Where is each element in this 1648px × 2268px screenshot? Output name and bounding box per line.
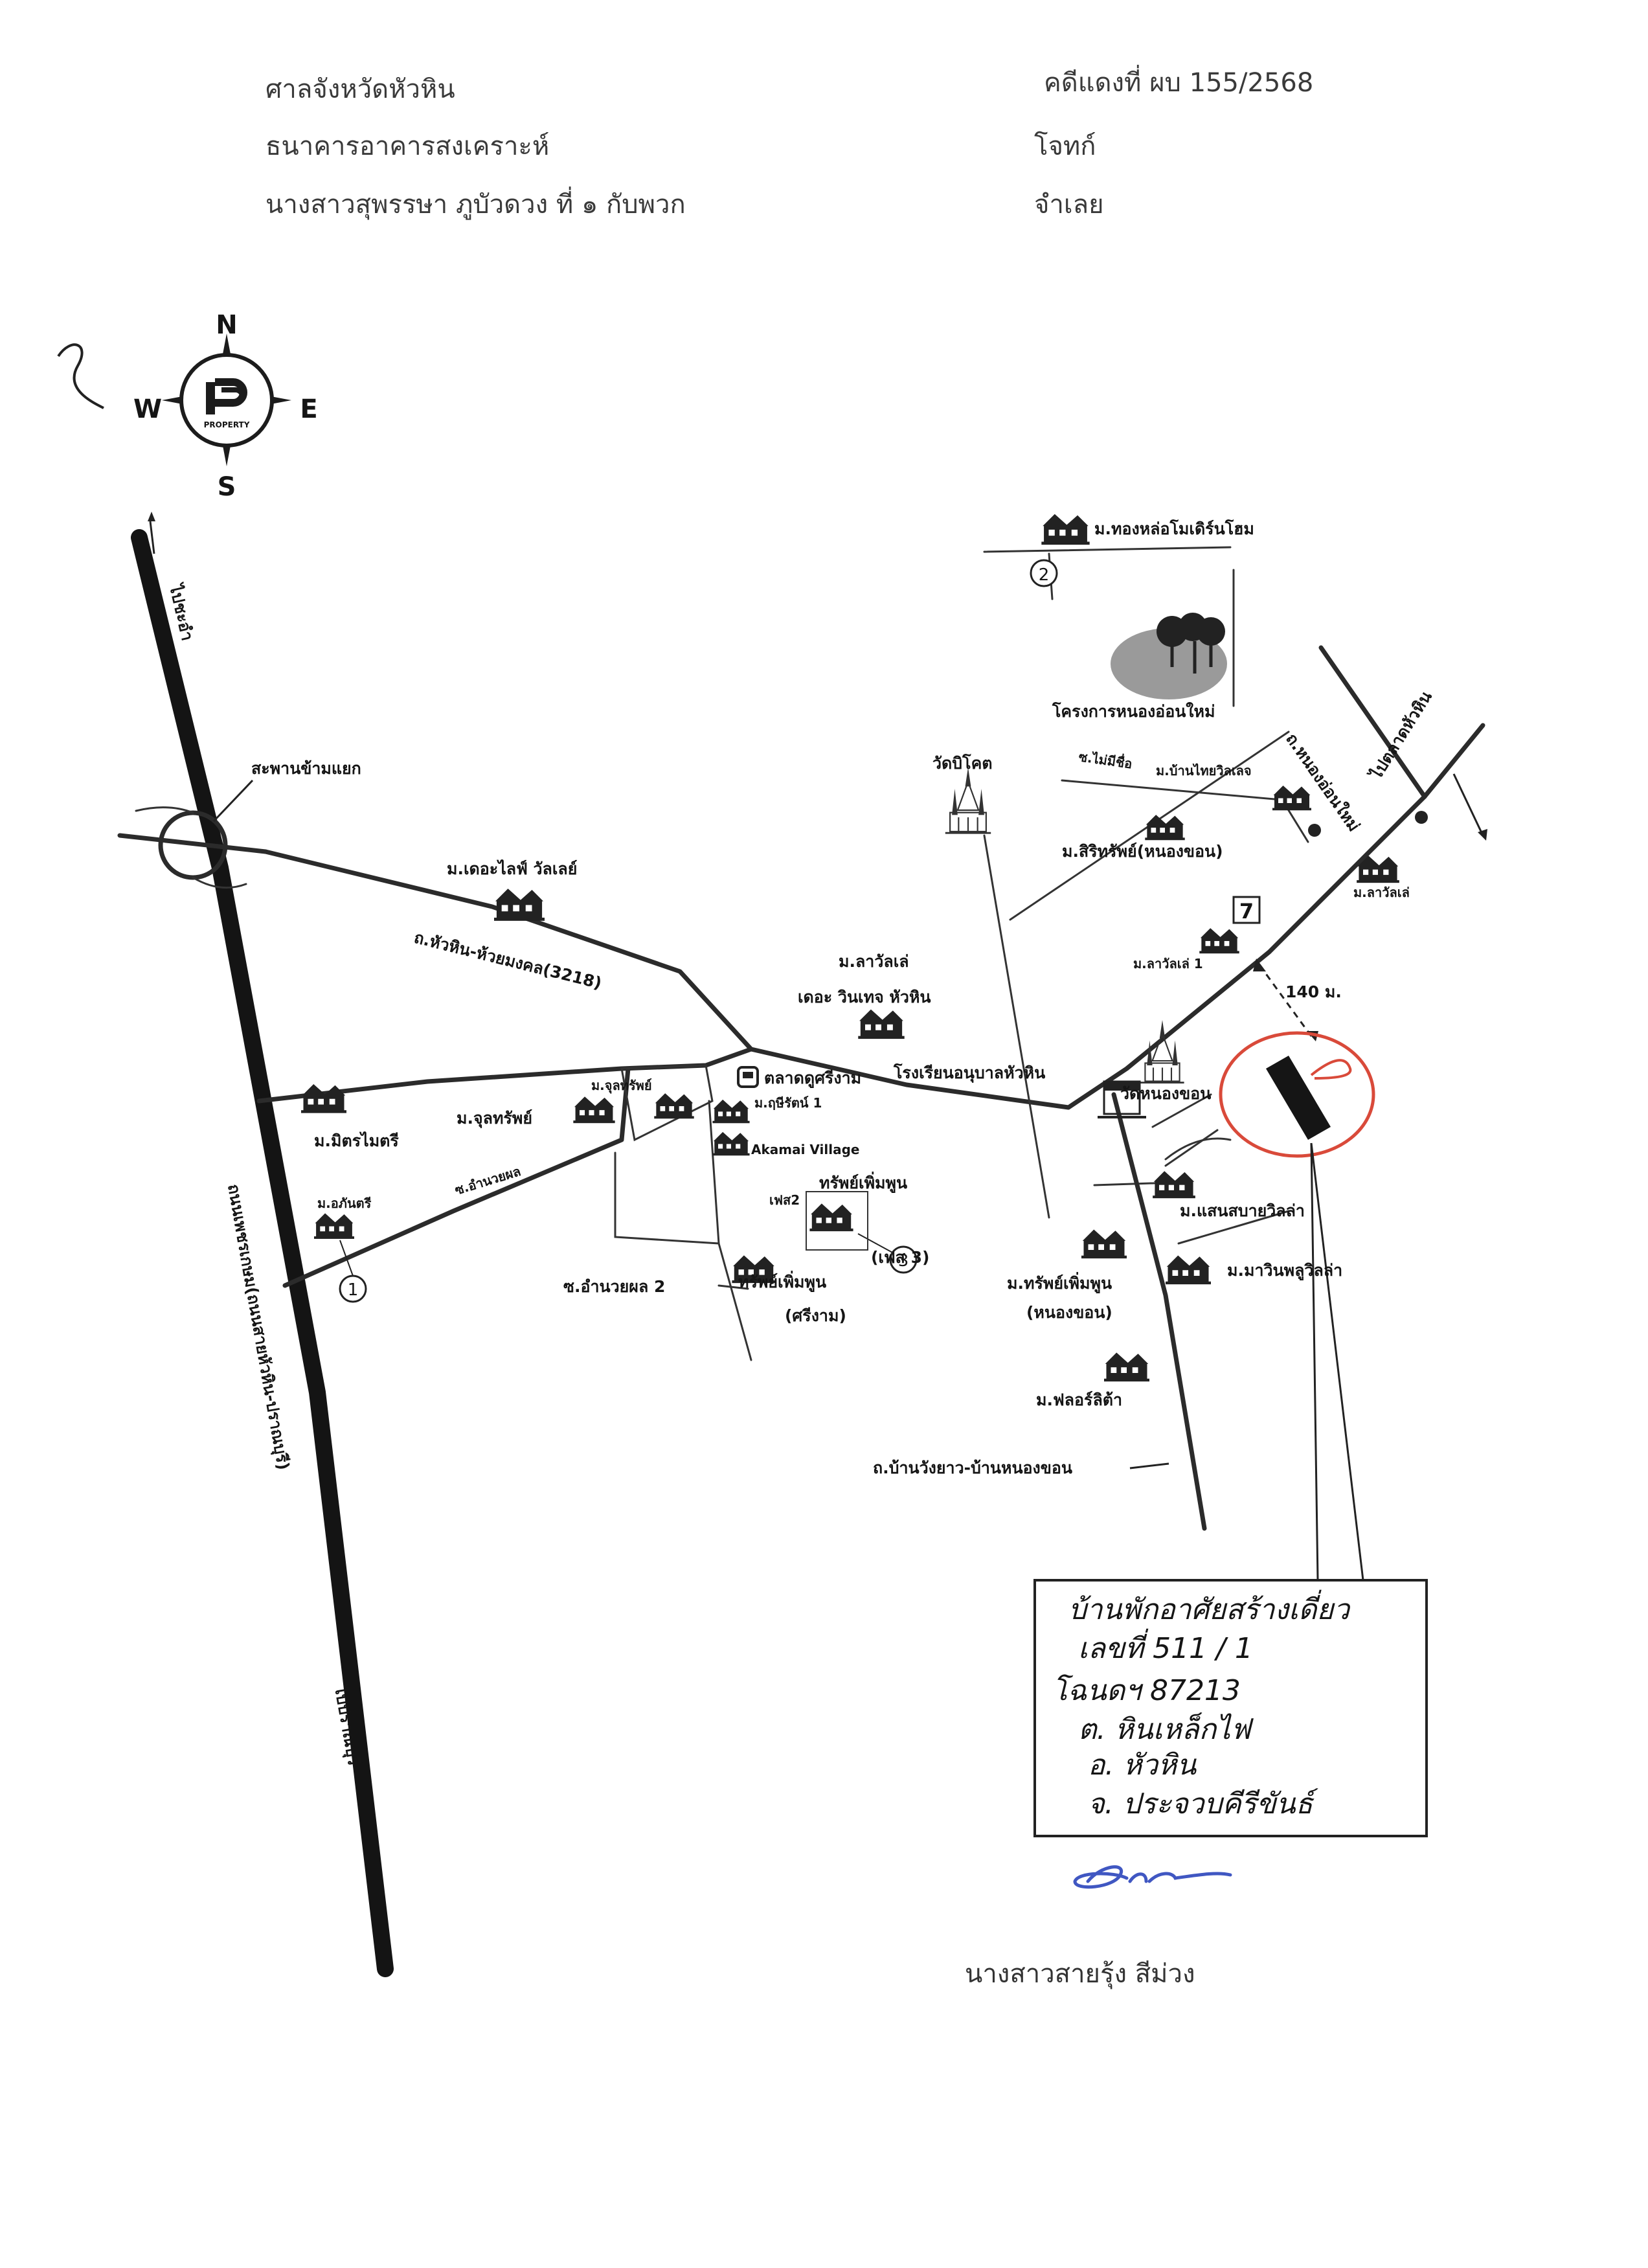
marker-two: 2 [1039,565,1050,585]
house-icon [858,1009,905,1039]
case-number: คดีแดงที่ ผบ 155/2568 [1044,68,1314,98]
property-description-box [1033,1579,1428,1837]
house-icon [1272,786,1311,811]
poi-tong-la-label: ม.ทองหล่อโมเดิร์นโฮม [1094,519,1254,538]
poi-mawin-villa-label: ม.มาวินพลูวิลล่า [1227,1261,1342,1281]
compass-west-label: W [133,394,162,424]
phase-2-box [806,1191,868,1251]
poi-lawalay-a-label: ม.ลาวัลเล่ [1353,885,1410,900]
house-icon [1153,1171,1195,1199]
road-3218 [263,794,1427,1110]
poi-dot-icon [1308,824,1321,837]
poi-wat-nong-khon-label: วัดหนองขอน [1120,1084,1211,1103]
poi-wat-bi-khot-label: วัดบิโคต [932,753,993,773]
poi-mitmaitri-label: ม.มิตรไมตรี [314,1131,399,1150]
house-icon [712,1099,750,1124]
house-icon [314,1213,354,1239]
nong-khon-road-label: ถ.บ้านวังยาว-บ้านหนองขอน [873,1458,1072,1477]
overpass-interchange [117,806,268,889]
poi-chumsap-a-label: ม.จุลทรัพย์ [591,1078,652,1094]
wat-bi-khot-icon [944,767,992,834]
defendant-role: จำเลย [1034,190,1104,220]
property-line-6: จ. ประจวบคีรีขันธ์ [1088,1787,1318,1820]
house-icon [1199,928,1239,954]
subject-property-marker [1219,1031,1375,1581]
house-icon [1104,1352,1149,1382]
poi-sap-phoem-phun-3-label-a: ทรัพย์เพิ่มพูน [819,1172,907,1194]
poi-flora-label: ม.ฟลอร์ลิต้า [1036,1390,1122,1409]
plaintiff-role: โจทก์ [1034,131,1096,161]
poi-siri-sap-label: ม.สิริทรัพย์(หนองขอน) [1062,842,1223,861]
poi-chumsap-b-label: ม.จุลทรัพย์ [457,1109,532,1129]
poi-market-label: ตลาดดูศรีงาม [764,1069,861,1089]
house-icon [301,1084,346,1113]
poi-sap-nong-khon-label-a: ม.ทรัพย์เพิ่มพูน [1007,1272,1112,1294]
poi-nong-on-project-label: โครงการหนองอ่อนใหม่ [1052,701,1215,721]
house-icon [1081,1229,1127,1259]
house-icon [1145,815,1185,841]
property-line-5: อ. หัวหิน [1088,1749,1197,1782]
compass-rose: PROPERTY N S E W [57,310,318,502]
property-line-2: เลขที่ 511 / 1 [1078,1628,1253,1665]
poi-ban-thai-villa-label: ม.บ้านไทยวิลเลจ [1156,763,1252,778]
phetkasem-highway [131,529,394,1977]
compass-east-label: E [300,394,317,424]
poi-lawalay-1-label: ม.ลาวัลเล่ 1 [1133,956,1203,971]
tree-cluster [1111,613,1227,699]
poi-phase-2-label: เฟส2 [769,1192,800,1208]
poi-the-life-valley-label: ม.เดอะไลฟ์ วัลเลย์ [447,859,577,878]
poi-sap-sri-ngam-label-b: (ศรีงาม) [785,1306,846,1325]
poi-ruesri-label: ม.ฤษีรัตน์ 1 [754,1095,822,1111]
to-market-label: ไปตลาดหัวหิน [1365,687,1436,784]
soi-mai-mi-chue [1061,779,1309,843]
market-icon [737,1066,759,1088]
property-line-4: ต. หินเหล็กไฟ [1078,1712,1254,1746]
convenience-store-icon: 7 [1232,896,1261,924]
soi-amnuay-phon-label: ซ.อำนวยผล [453,1163,522,1198]
poi-saenmak-villa-label: ม.แสนสบายวิลล่า [1180,1201,1305,1220]
soi-mai-mi-chue-label: ซ.ไม่มีชื่อ [1078,747,1133,771]
soi-amnuay-phon-2-label: ซ.อำนวยผล 2 [563,1277,665,1296]
house-icon [573,1096,615,1124]
compass-north-label: N [216,310,237,340]
house-icon [1166,1255,1211,1285]
northern-road-top [983,546,1232,553]
poi-kanthari-label: ม.อภันตรี [317,1196,372,1211]
house-icon [654,1093,694,1119]
house-icon [809,1203,853,1232]
house-icon [712,1131,750,1156]
distance-label: 140 ม. [1285,982,1342,1001]
poi-school-label: โรงเรียนอนุบาลหัวหิน [893,1063,1045,1083]
poi-dot-icon [1415,811,1428,824]
poi-lawalay-winter-label-2: เดอะ วินเทจ หัวหิน [798,988,931,1006]
court-name: ศาลจังหวัดหัวหิน [265,74,455,104]
poi-lawalay-winter-label-1: ม.ลาวัลเล่ [839,952,909,971]
compass-south-label: S [218,472,236,502]
plaintiff-name: ธนาคารอาคารสงเคราะห์ [265,131,550,161]
overpass-label: สะพานข้ามแยก [251,759,361,778]
to-market-road [1422,723,1485,799]
defendant-name: นางสาวสุพรรษา ภูบัวดวง ที่ ๑ กับพวก [265,190,686,220]
property-line-3: โฉนดฯ 87213 [1052,1674,1241,1707]
ban-wang-yao-nong-khon-road [1111,1092,1207,1531]
poi-sap-nong-khon-label-b: (หนองขอน) [1026,1303,1112,1322]
marker-three: 3 [898,1251,909,1271]
seven-marker: 7 [1239,899,1254,924]
property-line-1: บ้านพักอาศัยสร้างเดี่ยว [1068,1589,1351,1626]
compass-logo-text: PROPERTY [204,420,250,429]
house-icon [1041,514,1090,545]
poi-akamai-label: Akamai Village [751,1142,860,1157]
poi-sap-sri-ngam-label-a: ทรัพย์เพิ่มพูน [738,1271,826,1293]
marker-one: 1 [348,1280,359,1300]
signatory-name: นางสาวสายรุ้ง สีม่วง [965,1959,1195,1989]
loop-roads [620,1064,714,1142]
nong-on-mai-road [1318,645,1427,799]
signature-scribble [1073,1865,1232,1889]
soi-amnuay-phon [282,1066,631,1288]
school-icon [1098,1080,1146,1118]
poi-sap-phoem-phun-3-label-b: (เฟส 3) [871,1248,929,1267]
house-icon [494,889,545,921]
